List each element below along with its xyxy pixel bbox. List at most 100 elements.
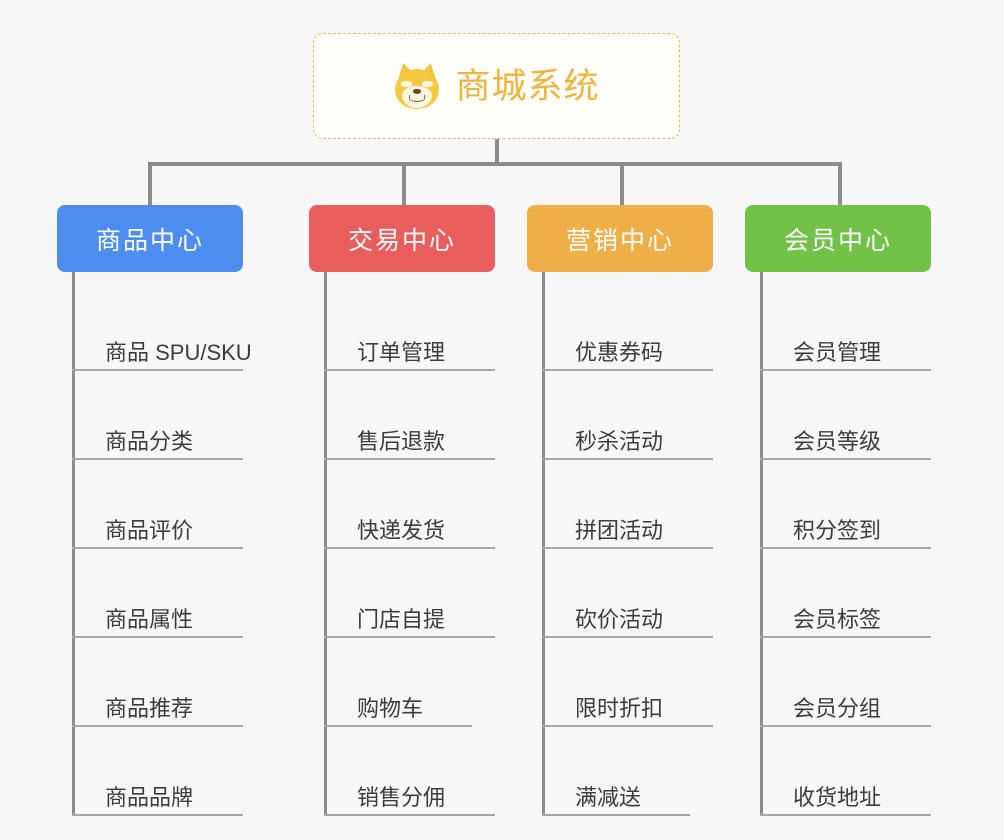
branch-column: 交易中心 订单管理 售后退款 快递发货 门店自提 购物车 [309, 205, 495, 816]
leaf-list: 会员管理 会员等级 积分签到 会员标签 会员分组 收货地址 [745, 272, 931, 816]
leaf-underline [760, 458, 931, 460]
leaf-label: 订单管理 [357, 339, 446, 365]
branch-header-shangpin[interactable]: 商品中心 [57, 205, 243, 272]
leaf-item[interactable]: 满减送 [527, 727, 713, 816]
branch-column: 商品中心 商品 SPU/SKU 商品分类 商品评价 商品属性 商品推荐 [57, 205, 252, 816]
leaf-underline [542, 636, 713, 638]
connector-horizontal-bus [150, 162, 842, 166]
leaf-label: 秒杀活动 [575, 428, 664, 454]
leaf-label: 会员分组 [793, 695, 882, 721]
root-title: 商城系统 [455, 66, 600, 106]
leaf-item[interactable]: 销售分佣 [309, 727, 495, 816]
leaf-underline [324, 814, 495, 816]
leaf-label: 购物车 [357, 695, 424, 721]
leaf-underline [542, 547, 713, 549]
leaf-item[interactable]: 会员管理 [745, 282, 931, 371]
leaf-underline [760, 369, 931, 371]
branch-header-jiaoyi[interactable]: 交易中心 [309, 205, 495, 272]
leaf-spine [760, 272, 763, 816]
leaf-item[interactable]: 会员分组 [745, 638, 931, 727]
leaf-underline [760, 814, 931, 816]
leaf-item[interactable]: 商品属性 [57, 549, 243, 638]
connector-drop-2 [402, 162, 406, 207]
leaf-item[interactable]: 商品 SPU/SKU [57, 282, 252, 371]
branch-title: 商品中心 [95, 226, 204, 255]
leaf-underline [72, 814, 243, 816]
leaf-item[interactable]: 会员等级 [745, 371, 931, 460]
leaf-label: 商品 SPU/SKU [105, 339, 252, 365]
leaf-list: 商品 SPU/SKU 商品分类 商品评价 商品属性 商品推荐 商品品牌 [57, 272, 252, 816]
leaf-item[interactable]: 商品推荐 [57, 638, 243, 727]
leaf-list: 优惠券码 秒杀活动 拼团活动 砍价活动 限时折扣 满减送 [527, 272, 713, 816]
leaf-underline [324, 547, 495, 549]
leaf-item[interactable]: 拼团活动 [527, 460, 713, 549]
branch-column: 营销中心 优惠券码 秒杀活动 拼团活动 砍价活动 限时折扣 [527, 205, 713, 816]
leaf-item[interactable]: 会员标签 [745, 549, 931, 638]
leaf-underline [760, 547, 931, 549]
leaf-item[interactable]: 商品分类 [57, 371, 243, 460]
leaf-underline [72, 636, 243, 638]
leaf-item[interactable]: 售后退款 [309, 371, 495, 460]
leaf-item[interactable]: 收货地址 [745, 727, 931, 816]
connector-drop-4 [838, 162, 842, 207]
leaf-underline [72, 547, 243, 549]
leaf-underline [542, 725, 713, 727]
leaf-item[interactable]: 优惠券码 [527, 282, 713, 371]
leaf-underline [760, 725, 931, 727]
leaf-label: 门店自提 [357, 606, 446, 632]
connector-drop-3 [620, 162, 624, 207]
leaf-label: 满减送 [575, 784, 642, 810]
leaf-label: 会员等级 [793, 428, 882, 454]
leaf-label: 商品推荐 [105, 695, 194, 721]
leaf-label: 商品属性 [105, 606, 194, 632]
leaf-item[interactable]: 门店自提 [309, 549, 495, 638]
leaf-label: 限时折扣 [575, 695, 664, 721]
leaf-item[interactable]: 商品品牌 [57, 727, 243, 816]
leaf-underline [72, 725, 243, 727]
leaf-underline [72, 369, 243, 371]
leaf-underline [542, 369, 713, 371]
branch-title: 营销中心 [565, 226, 674, 255]
leaf-item[interactable]: 订单管理 [309, 282, 495, 371]
connector-root-stem [495, 139, 499, 164]
leaf-label: 会员管理 [793, 339, 882, 365]
leaf-label: 商品品牌 [105, 784, 194, 810]
leaf-label: 商品分类 [105, 428, 194, 454]
branch-header-huiyuan[interactable]: 会员中心 [745, 205, 931, 272]
leaf-underline [324, 369, 495, 371]
leaf-item[interactable]: 购物车 [309, 638, 495, 727]
leaf-spine [324, 272, 327, 816]
branch-column: 会员中心 会员管理 会员等级 积分签到 会员标签 会员分组 [745, 205, 931, 816]
leaf-label: 售后退款 [357, 428, 446, 454]
leaf-underline [542, 458, 713, 460]
branch-title: 会员中心 [783, 226, 892, 255]
leaf-label: 砍价活动 [575, 606, 664, 632]
leaf-spine [542, 272, 545, 816]
leaf-underline [324, 458, 495, 460]
leaf-label: 拼团活动 [575, 517, 664, 543]
branch-header-yingxiao[interactable]: 营销中心 [527, 205, 713, 272]
leaf-label: 积分签到 [793, 517, 882, 543]
leaf-label: 商品评价 [105, 517, 194, 543]
leaf-item[interactable]: 商品评价 [57, 460, 243, 549]
leaf-item[interactable]: 砍价活动 [527, 549, 713, 638]
leaf-underline [760, 636, 931, 638]
leaf-label: 快递发货 [357, 517, 446, 543]
leaf-item[interactable]: 积分签到 [745, 460, 931, 549]
branch-title: 交易中心 [347, 226, 456, 255]
leaf-item[interactable]: 秒杀活动 [527, 371, 713, 460]
leaf-item[interactable]: 限时折扣 [527, 638, 713, 727]
leaf-list: 订单管理 售后退款 快递发货 门店自提 购物车 销售分佣 [309, 272, 495, 816]
leaf-item[interactable]: 快递发货 [309, 460, 495, 549]
leaf-label: 收货地址 [793, 784, 882, 810]
leaf-underline [542, 814, 690, 816]
leaf-spine [72, 272, 75, 816]
root-node[interactable]: 商城系统 [313, 33, 680, 139]
leaf-label: 销售分佣 [357, 784, 446, 810]
leaf-underline [324, 725, 472, 727]
leaf-underline [324, 636, 495, 638]
leaf-label: 会员标签 [793, 606, 882, 632]
connector-drop-1 [148, 162, 152, 207]
leaf-underline [72, 458, 243, 460]
